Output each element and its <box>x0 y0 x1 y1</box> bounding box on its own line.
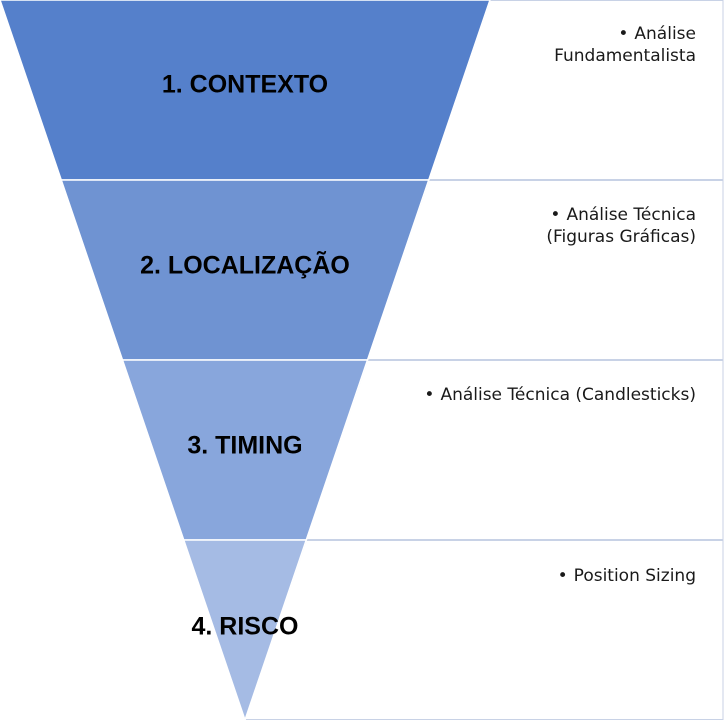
funnel-segment-4 <box>182 539 308 721</box>
level-2-description: •Análise Técnica (Figuras Gráficas) <box>546 205 696 247</box>
funnel-labels: 1. CONTEXTO 2. LOCALIZAÇÃO 3. TIMING 4. RIS… <box>140 71 350 641</box>
bullet-icon: • <box>424 385 435 405</box>
level-3-description: •Análise Técnica (Candlesticks) <box>424 385 696 405</box>
level-1-label: 1. CONTEXTO <box>162 71 328 99</box>
description-boxes <box>244 0 724 720</box>
level-4-description: •Position Sizing <box>557 566 696 586</box>
bullet-icon: • <box>550 205 561 225</box>
level-4-label: 4. RISCO <box>192 613 299 641</box>
bullet-icon: • <box>557 566 568 586</box>
bullet-icon: • <box>618 24 629 44</box>
level-2-label: 2. LOCALIZAÇÃO <box>140 250 350 280</box>
funnel-segments <box>0 0 491 721</box>
level-1-description: •Análise Fundamentalista <box>554 24 696 66</box>
level-3-label: 3. TIMING <box>187 432 302 460</box>
